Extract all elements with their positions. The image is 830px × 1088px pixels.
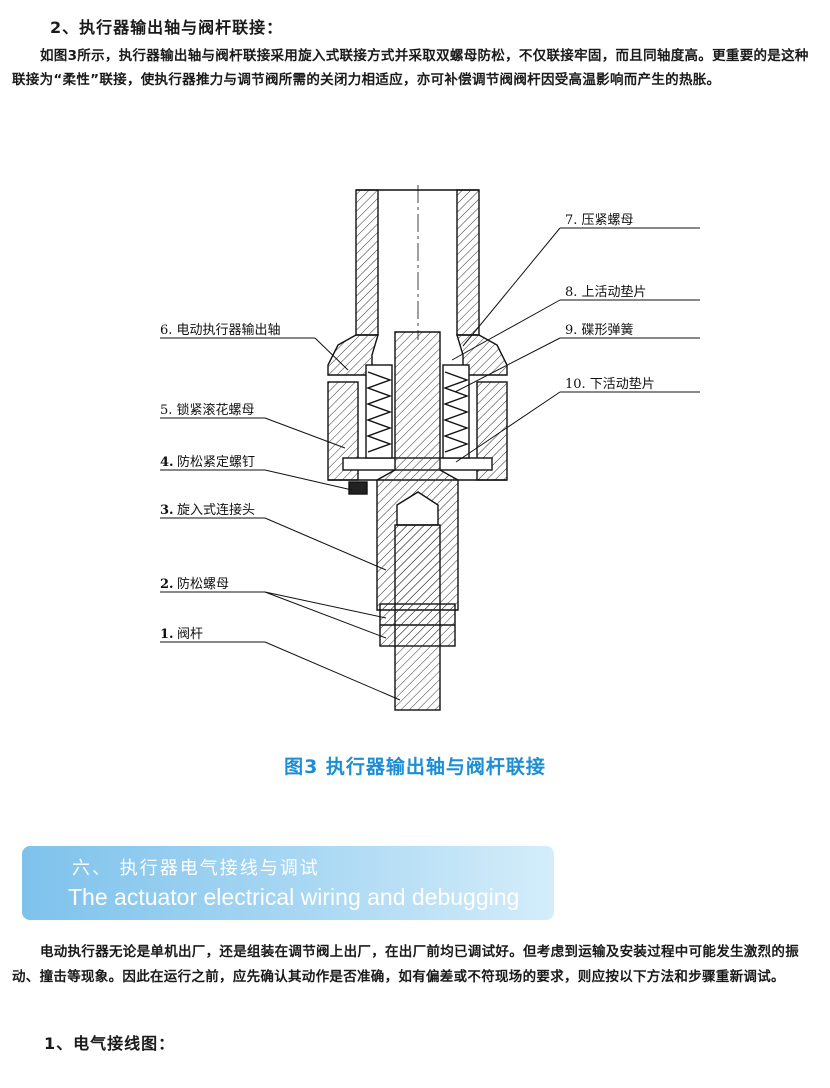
section-heading: 2、执行器输出轴与阀杆联接： bbox=[50, 18, 284, 37]
label-disc-spring: 9. 碟形弹簧 bbox=[565, 322, 634, 338]
label-connector-head: 旋入式连接头 bbox=[177, 502, 255, 518]
disc-spring-left bbox=[365, 371, 393, 453]
label-output-shaft: 6. 电动执行器输出轴 bbox=[160, 322, 281, 338]
label-2-num: 2. bbox=[160, 577, 174, 592]
wiring-paragraph: 电动执行器无论是单机出厂，还是组装在调节阀上出厂，在出厂前均已调试好。但考虑到运… bbox=[12, 944, 799, 985]
label-4-num: 4. bbox=[160, 455, 174, 470]
shaft-wall-left bbox=[355, 189, 379, 336]
label-press-nut: 7. 压紧螺母 bbox=[565, 213, 634, 228]
wiring-subheading: 1、电气接线图： bbox=[44, 1034, 176, 1053]
label-locking-nut: 5. 锁紧滚花螺母 bbox=[160, 402, 255, 418]
valve-stem bbox=[394, 524, 441, 711]
figure-caption: 图3 执行器输出轴与阀杆联接 bbox=[284, 756, 546, 778]
label-lower-pad: 10. 下活动垫片 bbox=[565, 376, 655, 392]
section-banner: 六、 执行器电气接线与调试 The actuator electrical wi… bbox=[22, 846, 554, 920]
label-3-num: 3. bbox=[160, 503, 174, 518]
section-paragraph: 如图3所示，执行器输出轴与阀杆联接采用旋入式联接方式并采取双螺母防松，不仅联接牢… bbox=[12, 48, 809, 88]
banner-title-en: The actuator electrical wiring and debug… bbox=[68, 884, 520, 910]
label-anti-loose-nut: 防松螺母 bbox=[177, 576, 229, 592]
label-upper-pad: 8. 上活动垫片 bbox=[565, 284, 647, 300]
shaft-wall-right bbox=[456, 189, 480, 336]
connection-diagram: 7. 压紧螺母 8. 上活动垫片 6. 电动执行器输出轴 9. 碟形弹簧 10.… bbox=[160, 185, 700, 711]
disc-spring-right bbox=[442, 371, 470, 453]
label-valve-stem: 阀杆 bbox=[177, 627, 203, 642]
banner-title-cn: 六、 执行器电气接线与调试 bbox=[72, 858, 320, 879]
set-screw bbox=[348, 481, 368, 495]
label-1-num: 1. bbox=[160, 627, 174, 642]
label-set-screw: 防松紧定螺钉 bbox=[177, 454, 255, 470]
